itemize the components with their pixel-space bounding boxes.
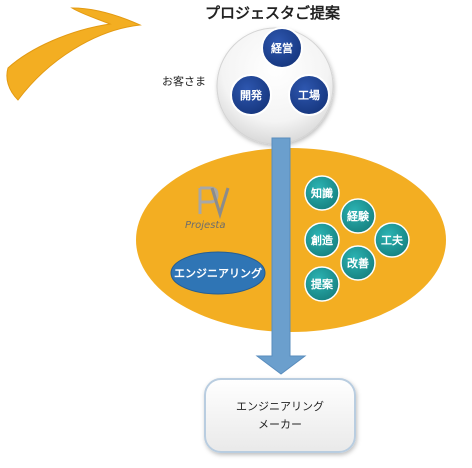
skill-proposal: 提案: [304, 266, 340, 302]
down-arrow: [255, 137, 307, 375]
maker-label-line2: メーカー: [258, 418, 302, 431]
diagram-title: プロジェスタご提案: [205, 4, 341, 22]
engineering-label: エンジニアリング: [174, 266, 262, 280]
skill-label-ingenuity: 工夫: [381, 233, 404, 247]
skill-knowledge: 知識: [304, 175, 340, 211]
skill-label-knowledge: 知識: [310, 186, 333, 200]
skill-label-creation: 創造: [310, 233, 334, 247]
skill-improvement: 改善: [340, 245, 376, 281]
skill-creation: 創造: [304, 222, 340, 258]
maker-label-line1: エンジニアリング: [236, 399, 324, 413]
skill-experience: 経験: [340, 198, 376, 234]
maker-box: [204, 378, 356, 453]
skill-label-improvement: 改善: [347, 256, 369, 270]
engineering-ellipse: [170, 251, 266, 295]
customer-label: お客さま: [162, 75, 206, 88]
node-label-factory: 工場: [298, 88, 320, 102]
customer-node-development: 開発: [230, 74, 272, 116]
projesta-logo-text: Projesta: [185, 220, 225, 231]
skill-ingenuity: 工夫: [374, 222, 410, 258]
customer-node-factory: 工場: [288, 74, 330, 116]
node-label-management: 経営: [271, 41, 293, 55]
customer-node-management: 経営: [261, 27, 303, 69]
projesta-logo-icon: [198, 186, 230, 220]
orange-swoosh-shape: [6, 7, 142, 101]
node-label-development: 開発: [240, 88, 263, 102]
skill-label-experience: 経験: [347, 209, 370, 223]
skill-label-proposal: 提案: [311, 277, 334, 291]
